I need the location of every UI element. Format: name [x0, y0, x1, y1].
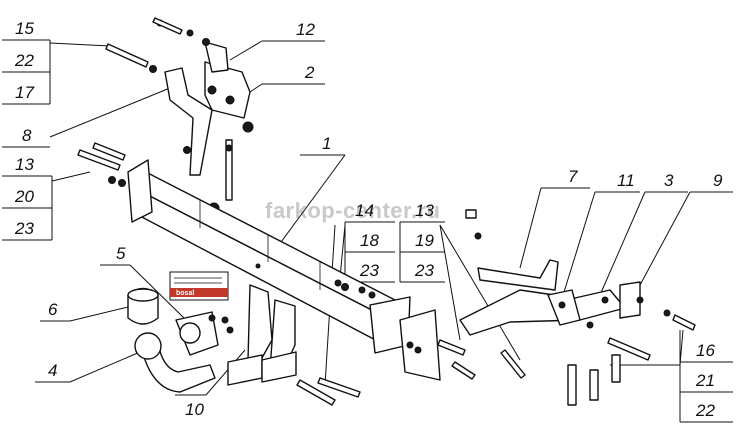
label-5: 5 — [116, 244, 126, 263]
tow-ball-and-cap — [127, 287, 216, 393]
label-13-right: 13 — [415, 201, 434, 220]
main-cross-beam — [127, 159, 441, 381]
bolt-group-center — [296, 279, 361, 406]
label-23-left: 23 — [14, 219, 34, 238]
label-10: 10 — [185, 400, 204, 419]
label-17: 17 — [15, 83, 34, 102]
label-7: 7 — [568, 167, 578, 186]
label-2: 2 — [304, 63, 315, 82]
bolt-group-lower-right — [567, 309, 696, 406]
label-1: 1 — [322, 134, 331, 153]
left-upper-bracket — [164, 41, 254, 214]
label-21: 21 — [695, 371, 715, 390]
label-11: 11 — [617, 171, 635, 190]
label-9: 9 — [713, 171, 723, 190]
right-side-bracket — [459, 259, 644, 336]
label-16: 16 — [696, 341, 715, 360]
leader-lines — [49, 40, 691, 396]
label-12: 12 — [296, 20, 315, 39]
label-18: 18 — [360, 231, 379, 250]
bolt-group-top-left — [105, 17, 210, 73]
hitch-socket-assembly — [175, 284, 297, 386]
label-22-top: 22 — [14, 51, 34, 70]
label-23-right: 23 — [414, 261, 434, 280]
bolt-group-right — [437, 209, 526, 380]
label-6: 6 — [48, 300, 58, 319]
label-14: 14 — [355, 201, 374, 220]
part-labels: 15 22 17 12 2 8 13 20 23 1 14 18 23 13 1… — [14, 19, 723, 420]
bolt-group-left-mid — [77, 139, 233, 201]
label-4: 4 — [48, 361, 57, 380]
bosal-plate: bosal — [169, 271, 229, 301]
brand-text: bosal — [176, 290, 194, 297]
label-frames — [2, 39, 733, 423]
label-13-left: 13 — [15, 155, 34, 174]
label-15: 15 — [15, 19, 34, 38]
label-20: 20 — [14, 187, 34, 206]
label-22-bottom: 22 — [695, 401, 715, 420]
watermark-text: farkop-center.ru — [265, 198, 441, 223]
label-23-center: 23 — [359, 261, 379, 280]
label-8: 8 — [22, 126, 32, 145]
label-19: 19 — [415, 231, 434, 250]
label-3: 3 — [664, 171, 674, 190]
